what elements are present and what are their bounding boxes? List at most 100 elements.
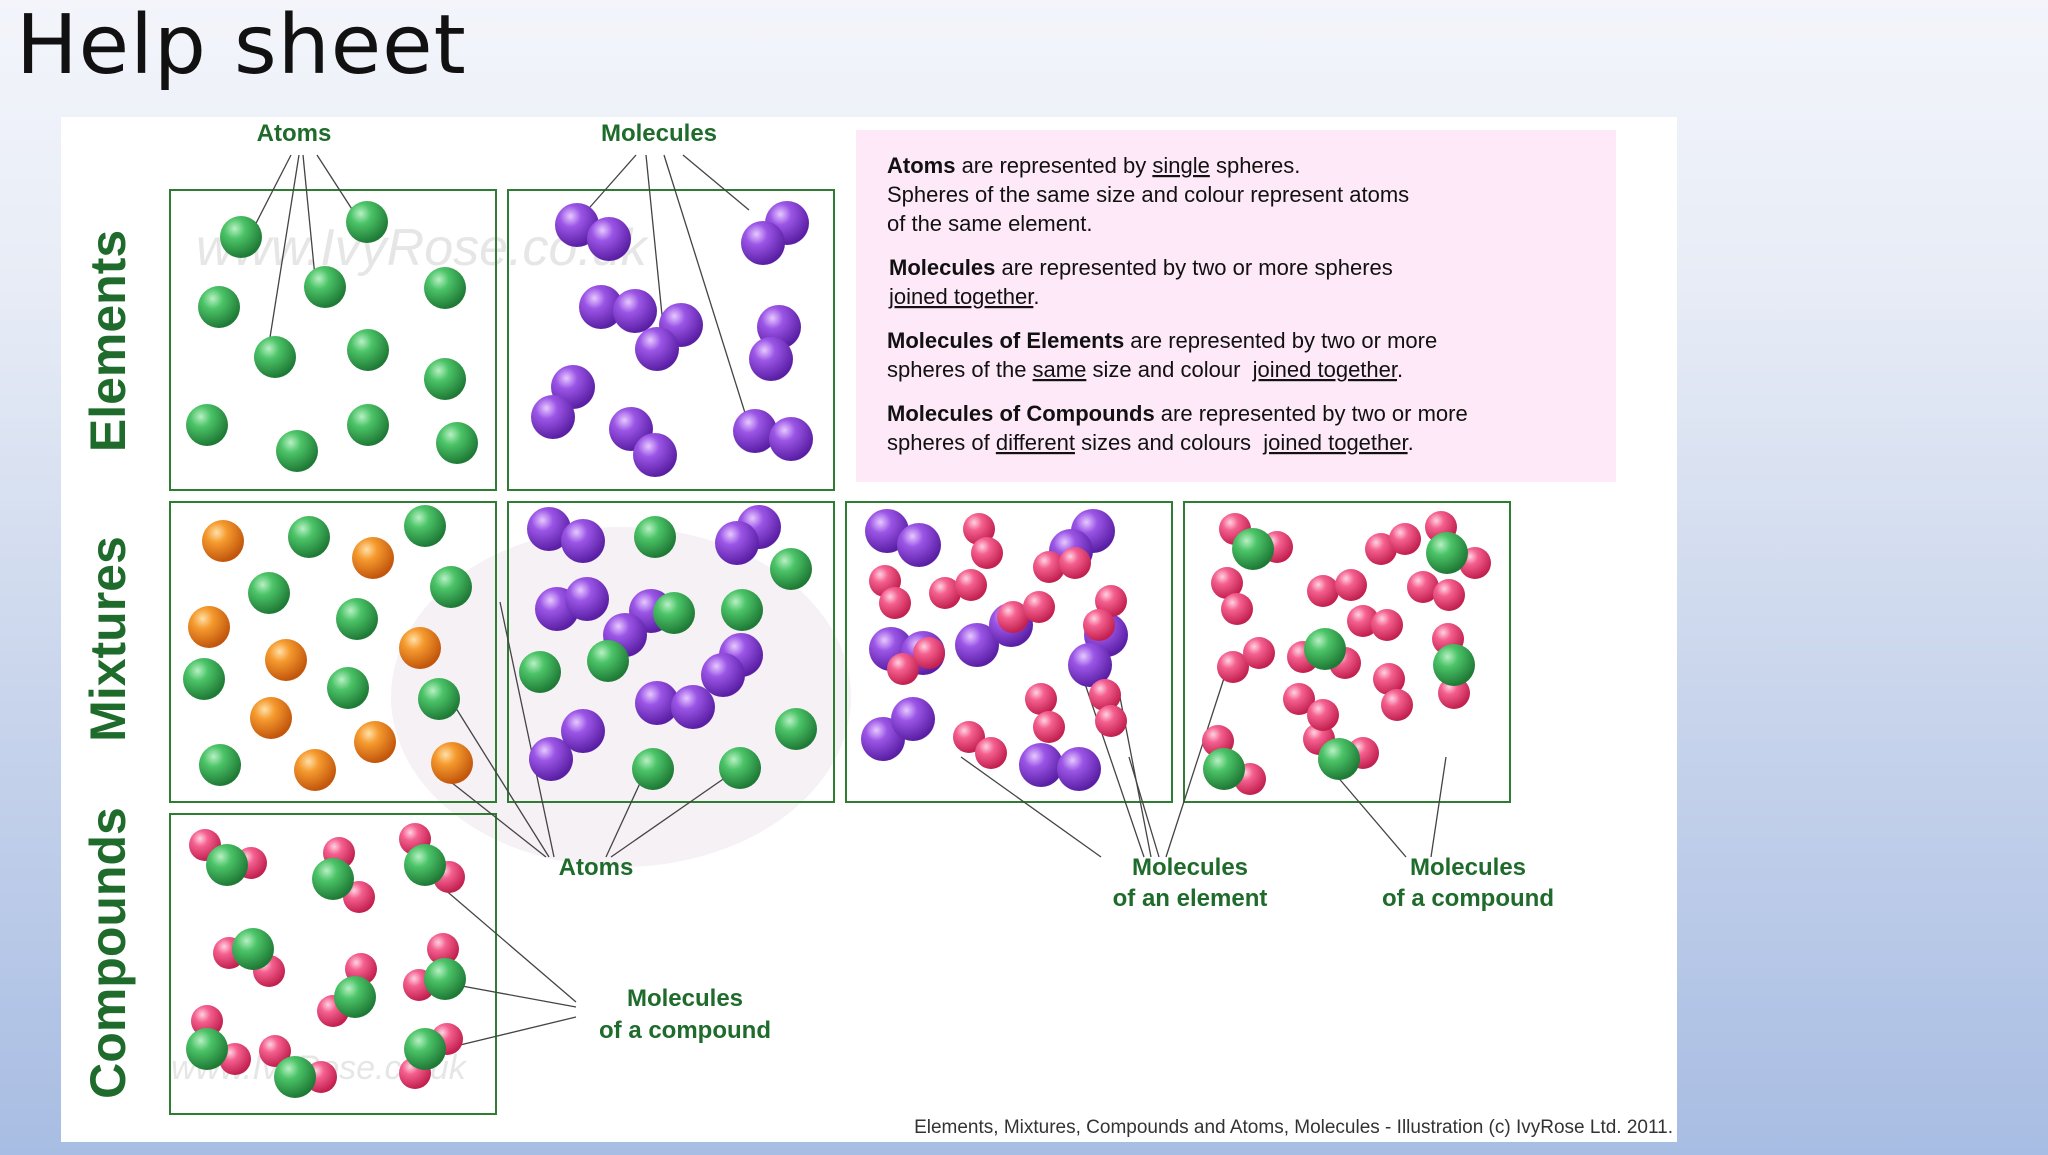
- orange-atom: [250, 697, 292, 739]
- pink-atom: [997, 601, 1029, 633]
- box-elements-molecules: [507, 189, 835, 491]
- diagram-panel: www.IvyRose.co.uk www.IvyRose.co.uk Atom…: [61, 117, 1677, 1142]
- green-atom: [220, 216, 262, 258]
- purple-atom: [561, 519, 605, 563]
- green-atom: [775, 708, 817, 750]
- purple-atom: [579, 285, 623, 329]
- leader-lines: [248, 154, 1447, 1053]
- purple-atom: [741, 221, 785, 265]
- purple-atom: [715, 521, 759, 565]
- callout-atoms: Atoms: [559, 854, 634, 881]
- label-molecules-top: Molecules: [601, 120, 717, 147]
- box-mixture-atoms-molecules: [507, 501, 835, 803]
- purple-atom: [565, 577, 609, 621]
- pink-atom: [975, 737, 1007, 769]
- green-atom: [404, 1028, 446, 1070]
- legend-line: Spheres of the same size and colour repr…: [887, 182, 1409, 207]
- purple-atom: [1068, 643, 1112, 687]
- pink-atom: [1023, 591, 1055, 623]
- green-atom: [347, 404, 389, 446]
- legend-line: joined together.: [888, 284, 1039, 309]
- legend-line: spheres of different sizes and colours j…: [887, 430, 1414, 455]
- pink-atom: [1083, 609, 1115, 641]
- green-atom: [288, 516, 330, 558]
- box-elements-atoms: [169, 189, 497, 491]
- green-atom: [327, 667, 369, 709]
- pink-atom: [1433, 579, 1465, 611]
- green-atom: [519, 651, 561, 693]
- legend-line: Molecules are represented by two or more…: [889, 255, 1393, 280]
- green-atom: [424, 267, 466, 309]
- legend-box: [856, 130, 1616, 482]
- green-atom: [719, 747, 761, 789]
- pink-atom: [1335, 569, 1367, 601]
- green-atom: [404, 844, 446, 886]
- green-atom: [304, 266, 346, 308]
- green-atom: [206, 844, 248, 886]
- label-atoms-top: Atoms: [257, 120, 332, 147]
- pink-atom: [1307, 699, 1339, 731]
- pink-atom: [1371, 609, 1403, 641]
- green-atom: [587, 640, 629, 682]
- box-mixture-molecules: [845, 501, 1173, 803]
- green-atom: [632, 748, 674, 790]
- row-label-mixtures: Mixtures: [80, 536, 136, 742]
- pink-atom: [1033, 711, 1065, 743]
- purple-atom: [633, 433, 677, 477]
- purple-atom: [1019, 743, 1063, 787]
- green-atom: [424, 358, 466, 400]
- green-atom: [1304, 628, 1346, 670]
- orange-atom: [399, 627, 441, 669]
- row-label-elements: Elements: [80, 230, 136, 452]
- pink-atom: [1095, 585, 1127, 617]
- green-atom: [186, 404, 228, 446]
- purple-atom: [749, 337, 793, 381]
- green-atom: [347, 329, 389, 371]
- green-atom: [1318, 738, 1360, 780]
- legend-line: of the same element.: [887, 211, 1092, 236]
- green-atom: [653, 592, 695, 634]
- legend-line: Molecules of Elements are represented by…: [887, 328, 1437, 353]
- callout-compounds-line1: Molecules: [627, 985, 743, 1012]
- box-mixture-compounds: [1183, 501, 1511, 803]
- purple-atom: [561, 709, 605, 753]
- pink-atom: [929, 577, 961, 609]
- pink-atom: [1407, 571, 1439, 603]
- pink-atom: [1217, 651, 1249, 683]
- orange-atom: [265, 639, 307, 681]
- pink-atom: [1347, 605, 1379, 637]
- pink-atom: [1211, 567, 1243, 599]
- purple-atom: [671, 685, 715, 729]
- purple-atom: [769, 417, 813, 461]
- green-atom: [346, 201, 388, 243]
- green-atom: [1232, 528, 1274, 570]
- green-atom: [248, 572, 290, 614]
- green-atom: [334, 976, 376, 1018]
- pink-atom: [1307, 575, 1339, 607]
- callout-molecules-element-line2: of an element: [1113, 885, 1268, 912]
- row-label-compounds: Compounds: [80, 807, 136, 1099]
- green-atom: [186, 1028, 228, 1070]
- green-atom: [276, 430, 318, 472]
- purple-atom: [529, 737, 573, 781]
- pink-atom: [1033, 551, 1065, 583]
- legend-line: Molecules of Compounds are represented b…: [887, 401, 1468, 426]
- diagram-svg: www.IvyRose.co.uk www.IvyRose.co.uk Atom…: [80, 120, 1673, 1138]
- pink-atom: [913, 637, 945, 669]
- pink-atom: [1089, 679, 1121, 711]
- pink-atom: [259, 1035, 291, 1067]
- purple-atom: [613, 289, 657, 333]
- green-atom: [404, 505, 446, 547]
- green-atom: [1203, 748, 1245, 790]
- purple-atom: [955, 623, 999, 667]
- pink-atom: [191, 1005, 223, 1037]
- pink-atom: [1389, 523, 1421, 555]
- orange-atom: [202, 520, 244, 562]
- purple-atom: [635, 681, 679, 725]
- orange-atom: [294, 749, 336, 791]
- purple-atom: [733, 409, 777, 453]
- pink-atom: [971, 537, 1003, 569]
- green-atom: [254, 336, 296, 378]
- green-atom: [1433, 644, 1475, 686]
- pink-atom: [1365, 533, 1397, 565]
